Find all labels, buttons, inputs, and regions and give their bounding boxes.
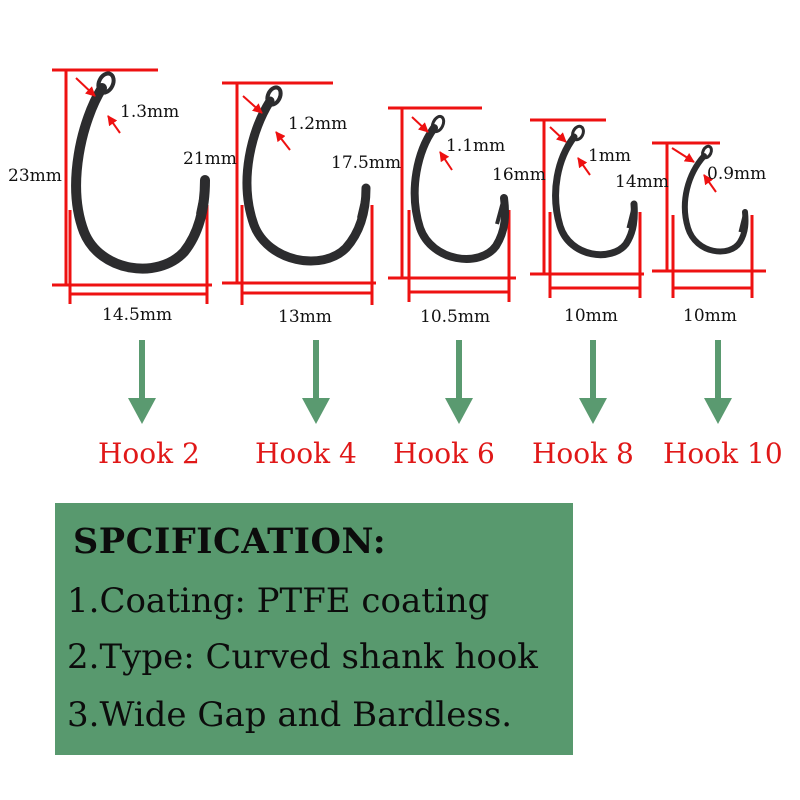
- hook-6-icon: [410, 124, 509, 263]
- down-arrow-icon: [704, 340, 732, 424]
- hook-2-dimension-lines: [52, 68, 212, 304]
- hook-2-figure: [52, 68, 212, 304]
- hook-10-width-label: 10mm: [683, 306, 737, 326]
- hook-4-figure: [222, 81, 376, 305]
- hook-8-name: Hook 8: [532, 437, 634, 470]
- hook-10-wire-label: 0.9mm: [707, 164, 767, 184]
- hook-6-length-label: 17.5mm: [331, 153, 402, 173]
- hook-4-wire-label: 1.2mm: [288, 114, 348, 134]
- spec-line-type: 2.Type: Curved shank hook: [67, 637, 538, 677]
- hook-6-wire-label: 1.1mm: [446, 136, 506, 156]
- down-arrow-icon: [302, 340, 330, 424]
- hook-6-dimension-lines: [388, 106, 516, 302]
- specification-title: SPCIFICATION:: [73, 521, 387, 562]
- down-arrow-icon: [128, 340, 156, 424]
- hook-8-wire-label: 1mm: [588, 146, 632, 166]
- hook-8-width-label: 10mm: [564, 306, 618, 326]
- specification-panel: SPCIFICATION: 1.Coating: PTFE coating 2.…: [55, 503, 573, 755]
- hook-4-width-label: 13mm: [278, 307, 332, 327]
- hook-6-width-label: 10.5mm: [420, 307, 491, 327]
- hook-8-length-label: 16mm: [492, 165, 546, 185]
- hook-2-length-label: 23mm: [8, 166, 62, 186]
- hook-4-dimension-lines: [222, 81, 376, 305]
- hook-10-name: Hook 10: [663, 437, 783, 470]
- hook-4-icon: [242, 96, 371, 266]
- hook-10-figure: [652, 141, 766, 298]
- hook-10-dimension-lines: [652, 141, 766, 298]
- hook-8-figure: [530, 118, 644, 298]
- hook-2-wire-label: 1.3mm: [120, 102, 180, 122]
- hook-6-figure: [388, 106, 516, 302]
- hook-8-icon: [552, 133, 638, 259]
- hook-10-length-label: 14mm: [615, 172, 669, 192]
- hook-10-icon: [681, 153, 749, 255]
- spec-line-gap: 3.Wide Gap and Bardless.: [67, 695, 513, 735]
- hook-2-icon: [71, 83, 210, 274]
- down-arrow-icon: [579, 340, 607, 424]
- hook-4-name: Hook 4: [255, 437, 357, 470]
- spec-line-coating: 1.Coating: PTFE coating: [67, 581, 490, 621]
- hook-6-name: Hook 6: [393, 437, 495, 470]
- hook-2-width-label: 14.5mm: [102, 305, 173, 325]
- hook-4-length-label: 21mm: [183, 149, 237, 169]
- down-arrow-icon: [445, 340, 473, 424]
- hook-8-dimension-lines: [530, 118, 644, 298]
- hook-2-name: Hook 2: [98, 437, 200, 470]
